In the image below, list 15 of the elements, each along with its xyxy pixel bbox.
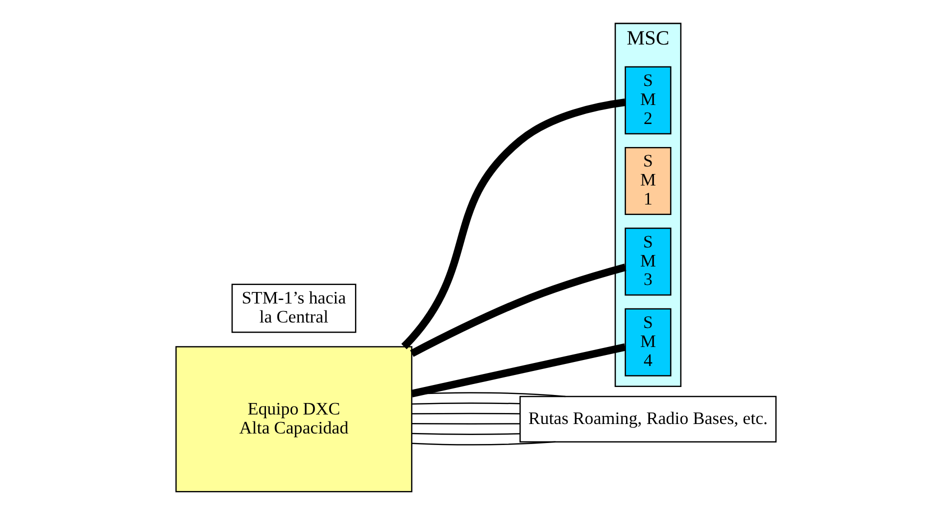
node-box: S M 3 xyxy=(624,228,672,296)
connector xyxy=(412,402,520,405)
connector xyxy=(412,423,520,425)
connector xyxy=(401,98,626,350)
connector xyxy=(412,412,520,414)
node-box: S M 1 xyxy=(624,146,672,215)
connector xyxy=(412,441,556,446)
node-box: Equipo DXC Alta Capacidad xyxy=(175,346,412,492)
node-box: S M 2 xyxy=(624,66,672,134)
connector xyxy=(410,343,626,398)
connector xyxy=(412,432,520,435)
node-box: STM-1’s hacia la Central xyxy=(232,284,356,333)
node-box: Rutas Roaming, Radio Bases, etc. xyxy=(519,396,777,442)
connector xyxy=(410,264,626,357)
node-box: S M 4 xyxy=(624,308,672,376)
